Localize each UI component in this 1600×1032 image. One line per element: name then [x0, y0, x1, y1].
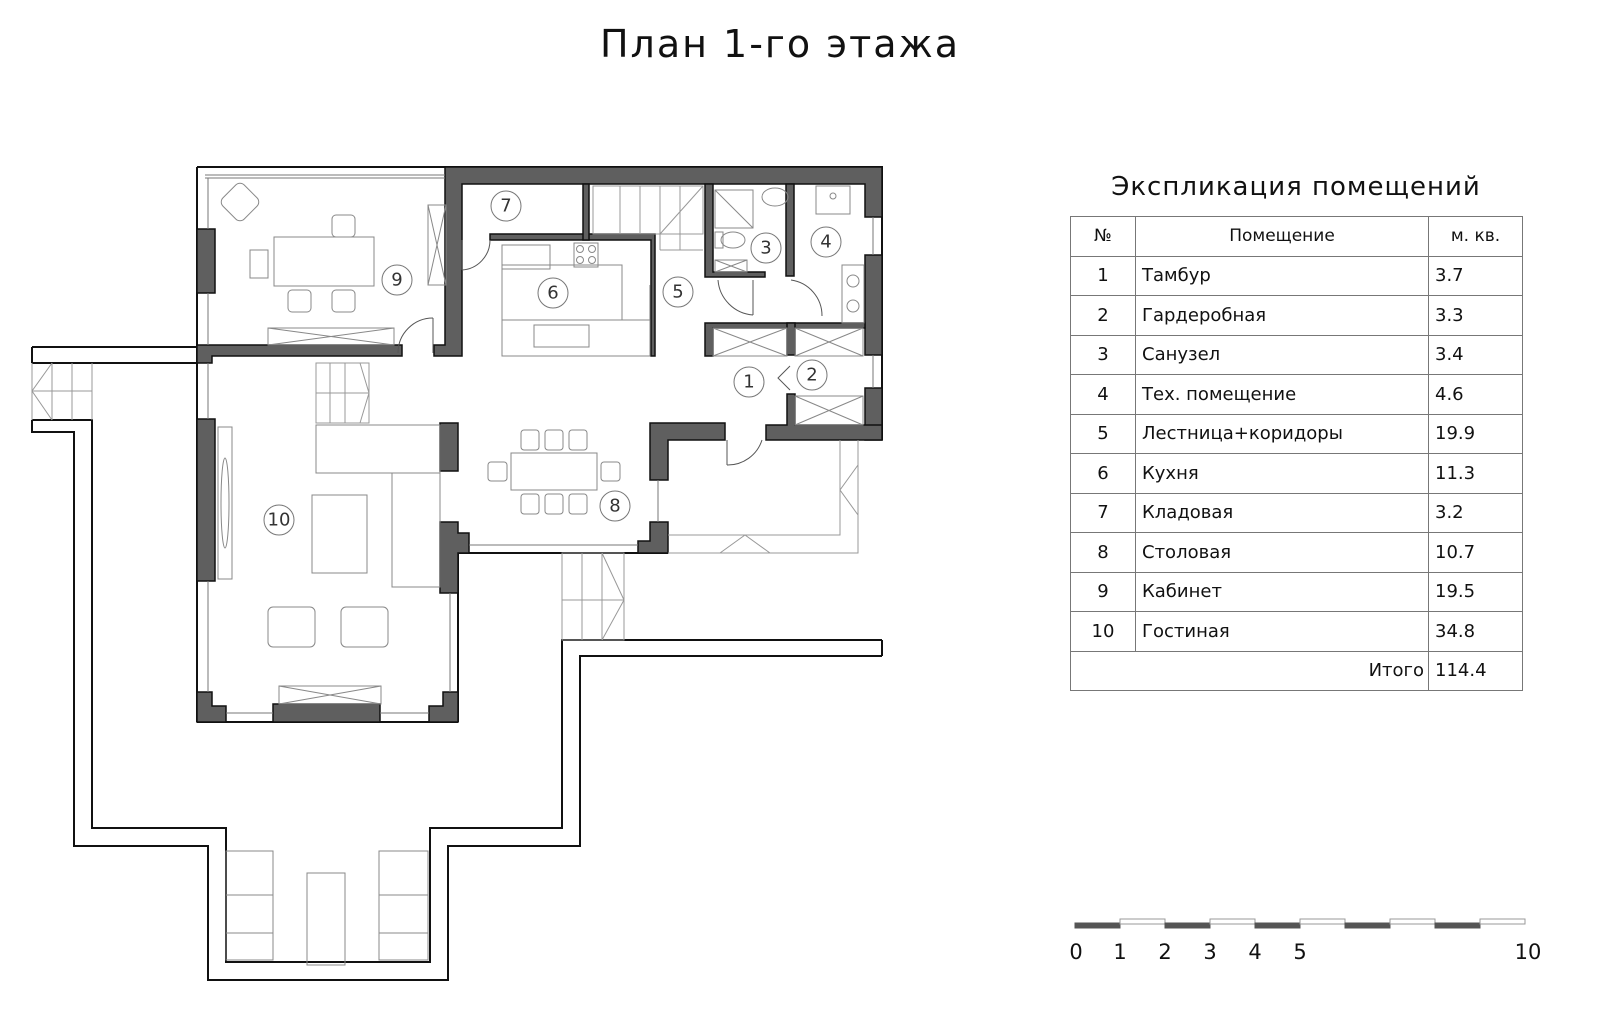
scale-label: 10 [1514, 940, 1542, 964]
row-num: 2 [1070, 295, 1136, 336]
scale-label: 0 [1069, 940, 1083, 964]
header-room: Помещение [1135, 216, 1429, 257]
header-num: № [1070, 216, 1136, 257]
row-area: 19.9 [1428, 413, 1523, 454]
room-marker: 2 [796, 359, 828, 391]
row-room: Тех. помещение [1135, 374, 1429, 415]
scale-segment-dark [1074, 922, 1121, 929]
room-number: 2 [806, 365, 817, 386]
row-num: 9 [1070, 571, 1136, 612]
room-marker: 1 [733, 366, 765, 398]
doors [397, 239, 823, 466]
row-num: 4 [1070, 374, 1136, 415]
room-number: 9 [391, 270, 402, 291]
room-marker: 8 [599, 490, 631, 522]
room-number: 6 [547, 283, 558, 304]
scale-segment-dark [1344, 922, 1391, 929]
scale-label: 2 [1158, 940, 1172, 964]
room-marker: 9 [381, 264, 413, 296]
room-number: 8 [609, 496, 620, 517]
room-marker: 5 [662, 276, 694, 308]
row-num: 8 [1070, 532, 1136, 573]
row-area: 34.8 [1428, 611, 1523, 652]
scale-segment-light [1479, 918, 1526, 925]
row-area: 4.6 [1428, 374, 1523, 415]
row-area: 3.4 [1428, 334, 1523, 375]
scale-bar-labels: 0 1 2 3 4 5 10 [0, 940, 1600, 970]
row-num: 1 [1070, 255, 1136, 296]
total-value: 114.4 [1428, 650, 1523, 691]
windows [205, 174, 874, 714]
room-marker: 3 [750, 232, 782, 264]
row-room: Гардеробная [1135, 295, 1429, 336]
total-label: Итого [1070, 650, 1429, 691]
explication-title: Экспликация помещений [1111, 172, 1481, 202]
row-room: Тамбур [1135, 255, 1429, 296]
room-marker: 4 [810, 226, 842, 258]
room-marker: 10 [263, 504, 295, 536]
row-area: 3.3 [1428, 295, 1523, 336]
row-area: 3.7 [1428, 255, 1523, 296]
scale-label: 3 [1203, 940, 1217, 964]
row-num: 5 [1070, 413, 1136, 454]
row-num: 3 [1070, 334, 1136, 375]
scale-segment-light [1209, 918, 1256, 925]
row-room: Кабинет [1135, 571, 1429, 612]
furniture [217, 182, 865, 966]
stairs [315, 185, 859, 641]
table-header-row: № Помещение м. кв. [1070, 216, 1523, 257]
row-room: Кладовая [1135, 492, 1429, 533]
room-number: 7 [500, 196, 511, 217]
row-room: Кухня [1135, 453, 1429, 494]
room-number: 1 [743, 372, 754, 393]
scale-label: 1 [1113, 940, 1127, 964]
room-number: 5 [672, 282, 683, 303]
scale-segment-light [1389, 918, 1436, 925]
row-area: 10.7 [1428, 532, 1523, 573]
scale-segment-light [1299, 918, 1346, 925]
room-marker: 7 [490, 190, 522, 222]
row-num: 10 [1070, 611, 1136, 652]
stair-left [31, 362, 93, 421]
row-num: 6 [1070, 453, 1136, 494]
row-num: 7 [1070, 492, 1136, 533]
terrace-outline [31, 346, 883, 981]
floor-plan: 1 2 3 4 5 6 7 8 9 10 [31, 166, 883, 981]
scale-bar [1074, 918, 1526, 929]
row-room: Гостиная [1135, 611, 1429, 652]
row-area: 3.2 [1428, 492, 1523, 533]
scale-segment-dark [1434, 922, 1481, 929]
row-room: Санузел [1135, 334, 1429, 375]
scale-segment-dark [1254, 922, 1301, 929]
total-row: Итого 114.4 [1070, 650, 1523, 691]
scale-segment-light [1119, 918, 1166, 925]
room-number: 3 [760, 238, 771, 259]
row-area: 11.3 [1428, 453, 1523, 494]
scale-label: 4 [1248, 940, 1262, 964]
room-marker: 6 [537, 277, 569, 309]
row-room: Столовая [1135, 532, 1429, 573]
page-title: План 1-го этажа [599, 22, 961, 66]
scale-segment-dark [1164, 922, 1211, 929]
header-area: м. кв. [1428, 216, 1523, 257]
room-number: 4 [820, 232, 831, 253]
room-number: 10 [268, 510, 291, 531]
row-room: Лестница+коридоры [1135, 413, 1429, 454]
room-markers: 1 2 3 4 5 6 7 8 9 10 [263, 190, 842, 536]
row-area: 19.5 [1428, 571, 1523, 612]
scale-label: 5 [1293, 940, 1307, 964]
